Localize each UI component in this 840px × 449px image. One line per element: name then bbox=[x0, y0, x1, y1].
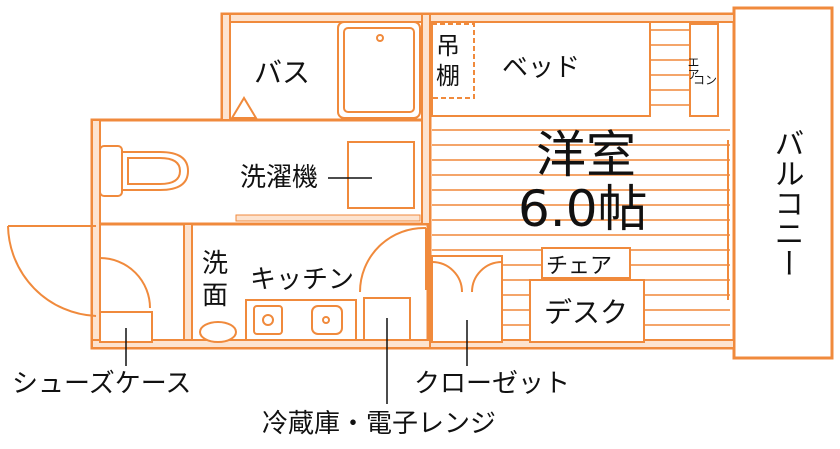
aircon-label-1: エア bbox=[686, 56, 700, 80]
entry-door-swing bbox=[7, 225, 97, 317]
kitchen-label: キッチン bbox=[250, 265, 354, 295]
aircon bbox=[689, 23, 719, 117]
desk-label: デスク bbox=[544, 296, 628, 329]
desk bbox=[529, 279, 645, 343]
stove-burner-1 bbox=[253, 305, 283, 335]
shoe-case-callout: シューズケース bbox=[12, 369, 191, 399]
room-door-swing bbox=[359, 226, 427, 293]
wall-accents bbox=[91, 13, 735, 349]
aircon-label-2: コン bbox=[693, 73, 717, 87]
loft-shelf-label-1: 吊 bbox=[436, 32, 460, 60]
washing-machine bbox=[347, 141, 415, 209]
western-room-size: 6.0帖 bbox=[518, 180, 648, 238]
wash-label-2: 面 bbox=[202, 281, 228, 311]
shoe-door-swing bbox=[99, 257, 151, 309]
bathtub-drain bbox=[376, 34, 384, 42]
loft-shelf bbox=[431, 23, 475, 99]
wash-basin bbox=[199, 321, 237, 343]
loft-shelf-label-2: 棚 bbox=[436, 62, 460, 90]
sink bbox=[311, 305, 343, 335]
washer-label: 洗濯機 bbox=[240, 163, 318, 193]
closet-door-swing bbox=[431, 261, 503, 293]
chair bbox=[541, 247, 631, 279]
washer-drain bbox=[235, 214, 421, 222]
chair-label: チェア bbox=[546, 254, 612, 279]
bathtub bbox=[337, 21, 421, 119]
bed-label: ベッド bbox=[502, 53, 580, 83]
balcony-wall bbox=[732, 6, 834, 360]
stove-burner-1-center bbox=[262, 314, 274, 326]
balcony-label: バルコニー bbox=[769, 128, 804, 278]
bath-label: バス bbox=[254, 56, 310, 89]
toilet-icon bbox=[99, 145, 190, 197]
western-room-label: 洋室 bbox=[536, 126, 636, 184]
sink-drain bbox=[322, 316, 330, 324]
bath-step-icon bbox=[230, 96, 258, 119]
bathtub-inner bbox=[343, 27, 415, 113]
bed bbox=[431, 21, 651, 117]
fridge-microwave-callout: 冷蔵庫・電子レンジ bbox=[262, 409, 496, 439]
closet-callout: クローゼット bbox=[414, 369, 570, 399]
wash-label-1: 洗 bbox=[202, 249, 228, 279]
